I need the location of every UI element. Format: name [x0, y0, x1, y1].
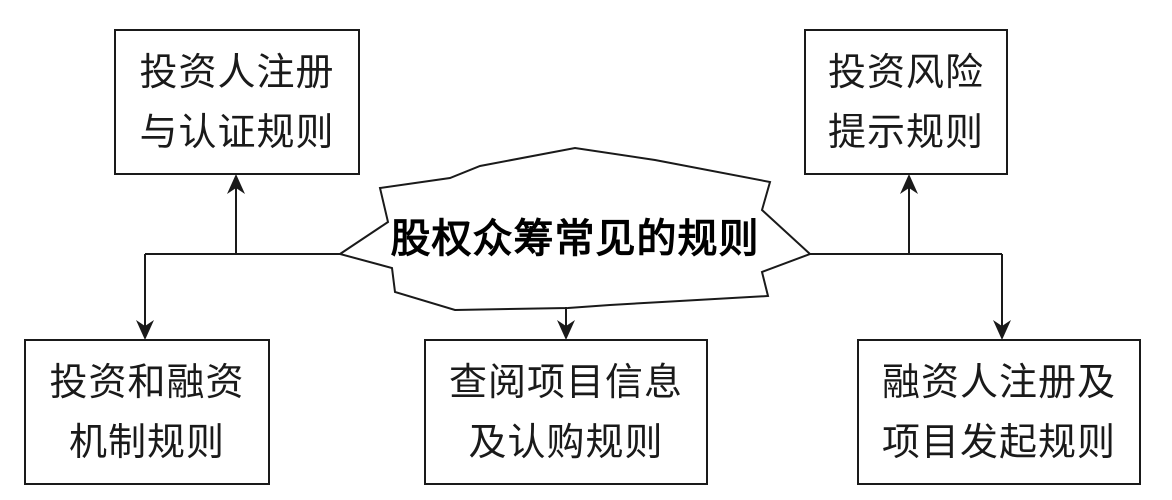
risk-disclosure-box: 投资风险 提示规则 — [804, 29, 1008, 175]
investment-financing-line2: 机制规则 — [68, 420, 225, 464]
project-info-line1: 查阅项目信息 — [448, 360, 683, 404]
center-title: 股权众筹常见的规则 — [390, 216, 760, 262]
risk-disclosure-line2: 提示规则 — [827, 110, 984, 154]
financier-registration-box: 融资人注册及 项目发起规则 — [857, 339, 1141, 485]
investment-financing-box: 投资和融资 机制规则 — [24, 339, 270, 485]
arrows — [136, 174, 1011, 340]
financier-registration-line2: 项目发起规则 — [881, 420, 1116, 464]
investor-registration-box: 投资人注册 与认证规则 — [114, 29, 360, 175]
financier-registration-line1: 融资人注册及 — [881, 360, 1116, 404]
investment-financing-line1: 投资和融资 — [49, 360, 245, 404]
project-info-line2: 及认购规则 — [468, 420, 664, 464]
risk-disclosure-line1: 投资风险 — [827, 50, 984, 94]
investor-registration-line1: 投资人注册 — [139, 50, 335, 94]
project-info-box: 查阅项目信息 及认购规则 — [424, 339, 708, 485]
investor-registration-line2: 与认证规则 — [139, 110, 335, 154]
